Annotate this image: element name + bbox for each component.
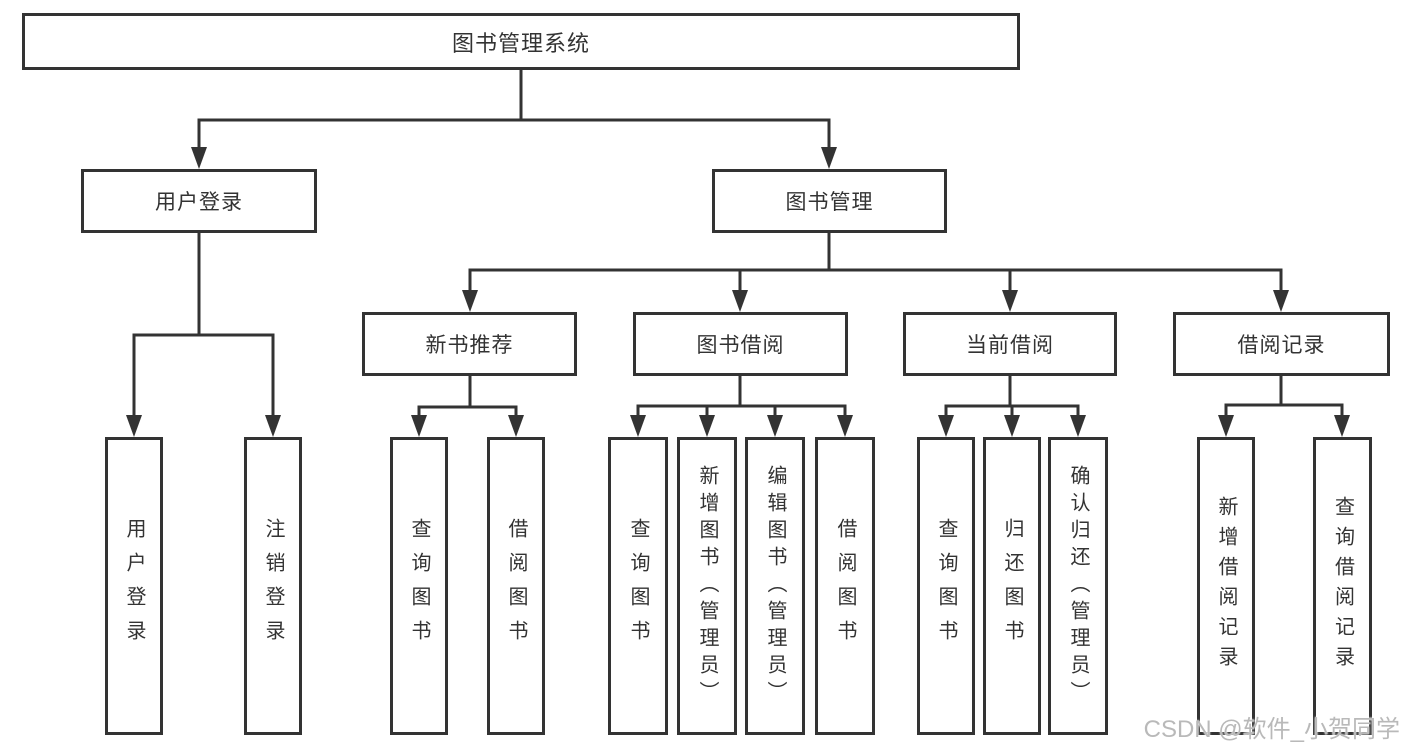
node-label: 借阅记录: [1237, 334, 1326, 357]
node-label: 新增图书（管理员）: [696, 464, 718, 708]
new-book-recommend-node: 新书推荐: [362, 312, 577, 376]
node-label: 当前借阅: [966, 334, 1054, 357]
node-label: 新增借阅记录: [1215, 496, 1237, 676]
system-root-node: 图书管理系统: [22, 13, 1020, 70]
node-label: 查询图书: [627, 518, 649, 654]
borrow-book-leaf-recommend: 借阅图书: [487, 437, 545, 735]
confirm-return-admin-leaf: 确认归还（管理员）: [1048, 437, 1108, 735]
query-book-leaf-current: 查询图书: [917, 437, 975, 735]
node-label: 查询图书: [935, 518, 957, 654]
node-label: 新书推荐: [425, 334, 514, 357]
add-book-admin-leaf: 新增图书（管理员）: [677, 437, 737, 735]
node-label: 用户登录: [123, 518, 145, 654]
book-management-branch-node: 图书管理: [712, 169, 947, 233]
return-book-leaf: 归还图书: [983, 437, 1041, 735]
node-label: 注销登录: [262, 518, 284, 654]
node-label: 查询图书: [408, 518, 430, 654]
borrow-book-leaf-borrow: 借阅图书: [815, 437, 875, 735]
node-label: 图书借阅: [696, 334, 785, 357]
book-borrow-node: 图书借阅: [633, 312, 848, 376]
edit-book-admin-leaf: 编辑图书（管理员）: [745, 437, 805, 735]
query-book-leaf-recommend: 查询图书: [390, 437, 448, 735]
node-label: 编辑图书（管理员）: [764, 464, 786, 708]
node-label: 图书管理: [785, 191, 874, 214]
add-borrow-record-leaf: 新增借阅记录: [1197, 437, 1255, 735]
arrowheads: [126, 147, 1350, 437]
node-label: 借阅图书: [834, 518, 856, 654]
csdn-watermark: CSDN @软件_小贺同学: [1143, 716, 1400, 743]
node-label: 归还图书: [1001, 518, 1023, 654]
node-label: 借阅图书: [505, 518, 527, 654]
node-label: 图书管理系统: [451, 30, 590, 56]
node-label: 用户登录: [155, 191, 243, 214]
logout-leaf: 注销登录: [244, 437, 302, 735]
user-login-leaf: 用户登录: [105, 437, 163, 735]
current-borrow-node: 当前借阅: [903, 312, 1117, 376]
tree-edges: [132, 68, 1344, 418]
query-borrow-record-leaf: 查询借阅记录: [1313, 437, 1372, 735]
node-label: 确认归还（管理员）: [1067, 464, 1089, 708]
node-label: 查询借阅记录: [1331, 496, 1354, 676]
query-book-leaf-borrow: 查询图书: [608, 437, 668, 735]
borrow-record-node: 借阅记录: [1173, 312, 1390, 376]
user-login-branch-node: 用户登录: [81, 169, 317, 233]
